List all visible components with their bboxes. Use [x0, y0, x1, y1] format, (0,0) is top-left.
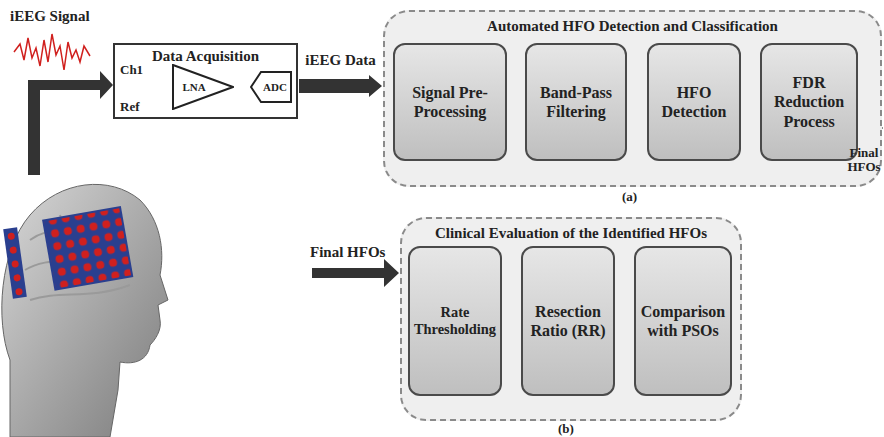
amplifier-symbol: LNA	[172, 64, 234, 110]
adc-symbol: ADC	[250, 71, 292, 103]
component-label: ADC	[263, 81, 287, 93]
group-title: Clinical Evaluation of the Identified HF…	[402, 225, 740, 242]
electrode-grid	[42, 206, 133, 291]
annotation-label: iEEG Signal	[10, 8, 90, 25]
box-label: Signal Pre-Processing	[399, 83, 501, 121]
stage-group: Clinical Evaluation of the Identified HF…	[400, 217, 742, 421]
stage-group: Automated HFO Detection and Classificati…	[383, 10, 882, 187]
process-box: HFO Detection	[647, 43, 741, 161]
component-label: LNA	[182, 81, 205, 93]
annotation-label: Ref	[120, 99, 140, 115]
process-box: Band-Pass Filtering	[525, 43, 627, 161]
process-box: Rate Thresholding	[408, 246, 502, 396]
input-arrow	[28, 71, 113, 175]
input-arrow-b	[312, 259, 399, 287]
box-label: Band-Pass Filtering	[531, 83, 621, 121]
box-label: HFO Detection	[653, 83, 735, 121]
annotation-label: Final HFOs	[846, 146, 882, 175]
annotation-label: Ch1	[120, 62, 143, 78]
head	[2, 184, 168, 437]
box-label: FDR Reduction Process	[766, 73, 852, 131]
annotation-label: (a)	[622, 189, 637, 205]
annotation-label: Final HFOs	[310, 244, 385, 261]
electrode-strip	[3, 227, 27, 298]
strip-contacts	[7, 232, 23, 295]
box-label: Resection Ratio (RR)	[527, 302, 609, 340]
box-label: Rate Thresholding	[414, 304, 496, 339]
annotation-label: (b)	[558, 421, 574, 437]
acquisition-box: Data AcquisitionLNAADC	[113, 43, 298, 119]
process-box: Resection Ratio (RR)	[521, 246, 615, 396]
process-box: Signal Pre-Processing	[393, 43, 507, 161]
process-box: FDR Reduction Process	[760, 43, 858, 161]
signal-trace	[14, 34, 90, 70]
group-title: Automated HFO Detection and Classificati…	[385, 18, 880, 35]
box-label: Comparison with PSOs	[640, 302, 726, 340]
flow-arrow	[299, 75, 382, 97]
process-box: Comparison with PSOs	[634, 246, 732, 396]
edge-label: iEEG Data	[305, 52, 375, 69]
